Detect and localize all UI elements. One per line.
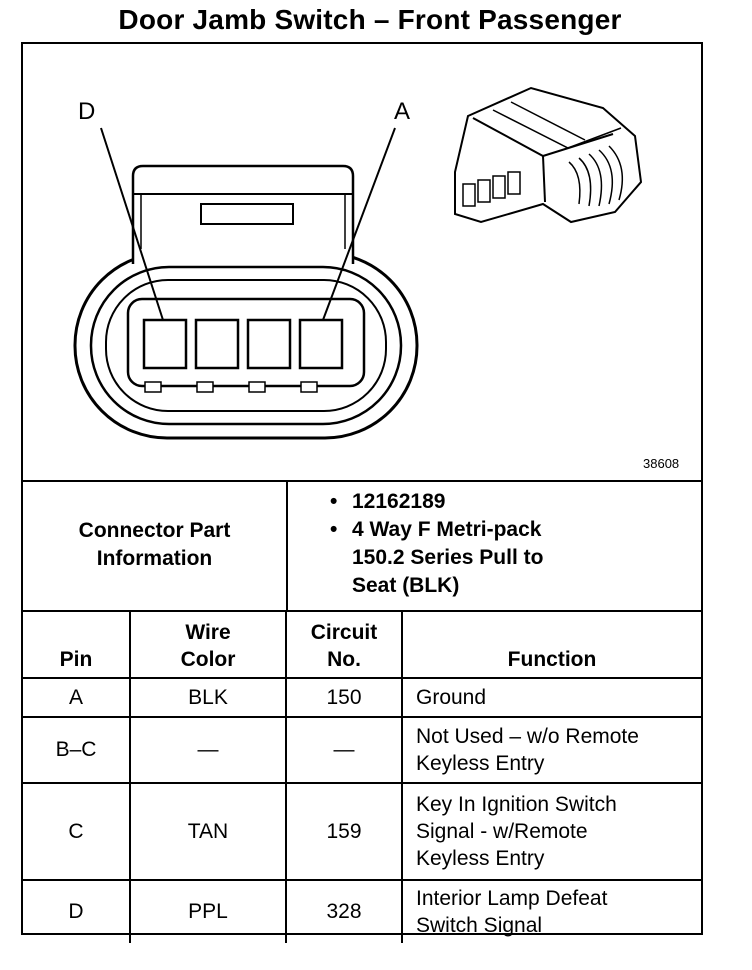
row-function: Interior Lamp Defeat Switch Signal xyxy=(403,881,701,943)
connector-desc-line3: Seat (BLK) xyxy=(352,574,460,597)
row-function-line: Not Used – w/o Remote xyxy=(416,725,639,748)
row-circuit: 328 xyxy=(287,881,403,943)
row-function-line: Keyless Entry xyxy=(416,847,545,870)
header-wire-color: Wire Color xyxy=(131,610,287,677)
connector-diagram: D A 38608 xyxy=(23,44,701,482)
connector-description: 4 Way F Metri-pack 150.2 Series Pull to … xyxy=(288,516,698,600)
pin-d-callout: D xyxy=(78,98,96,125)
connector-info-label-line2: Information xyxy=(96,547,213,570)
table-row: A BLK 150 Ground xyxy=(23,679,701,718)
table-row: B–C — — Not Used – w/o Remote Keyless En… xyxy=(23,718,701,784)
connector-info-section: Connector Part Information 12162189 4 Wa… xyxy=(23,480,701,612)
row-pin: B–C xyxy=(23,718,131,782)
header-function: Function xyxy=(507,648,597,671)
row-circuit: — xyxy=(287,718,403,782)
table-row: C TAN 159 Key In Ignition Switch Signal … xyxy=(23,784,701,881)
row-function-line: Interior Lamp Defeat xyxy=(416,887,608,910)
connector-info-list: 12162189 4 Way F Metri-pack 150.2 Series… xyxy=(288,488,698,600)
header-circuit-no: Circuit No. xyxy=(287,610,403,677)
row-circuit: 159 xyxy=(287,784,403,879)
row-pin: A xyxy=(23,679,131,716)
row-function-line: Key In Ignition Switch xyxy=(416,793,617,816)
header-wire-line2: Color xyxy=(180,648,236,671)
connector-face-drawing xyxy=(73,86,643,440)
table-header-row: Pin Wire Color Circuit No. Function xyxy=(23,610,701,679)
header-wire-line1: Wire xyxy=(185,621,231,644)
row-wire-color: — xyxy=(131,718,287,782)
header-circuit-line2: No. xyxy=(327,648,361,671)
row-pin: D xyxy=(23,881,131,943)
connector-isometric-icon xyxy=(454,86,643,224)
row-function: Key In Ignition Switch Signal - w/Remote… xyxy=(403,784,701,879)
row-function: Ground xyxy=(403,679,701,716)
row-pin: C xyxy=(23,784,131,879)
connector-desc-line2: 150.2 Series Pull to xyxy=(352,546,544,569)
row-function-line: Ground xyxy=(416,686,487,709)
table-row: D PPL 328 Interior Lamp Defeat Switch Si… xyxy=(23,881,701,943)
figure-number: 38608 xyxy=(643,456,680,471)
row-function-line: Signal - w/Remote xyxy=(416,820,588,843)
connector-info-label: Connector Part Information xyxy=(23,480,288,610)
row-wire-color: PPL xyxy=(131,881,287,943)
header-circuit-line1: Circuit xyxy=(310,621,378,644)
connector-info-label-line1: Connector Part xyxy=(78,519,231,542)
part-number: 12162189 xyxy=(288,488,698,516)
header-pin: Pin xyxy=(23,610,131,677)
row-circuit: 150 xyxy=(287,679,403,716)
connector-desc-line1: 4 Way F Metri-pack xyxy=(352,518,542,541)
row-function: Not Used – w/o Remote Keyless Entry xyxy=(403,718,701,782)
page-title: Door Jamb Switch – Front Passenger xyxy=(118,4,622,35)
row-wire-color: TAN xyxy=(131,784,287,879)
pinout-table: Pin Wire Color Circuit No. Function A BL… xyxy=(23,610,701,943)
row-function-line: Switch Signal xyxy=(416,914,543,937)
connector-sheet: D A 38608 Connector Part Information 121… xyxy=(21,42,703,943)
pin-a-callout: A xyxy=(394,98,411,125)
row-wire-color: BLK xyxy=(131,679,287,716)
row-function-line: Keyless Entry xyxy=(416,752,545,775)
